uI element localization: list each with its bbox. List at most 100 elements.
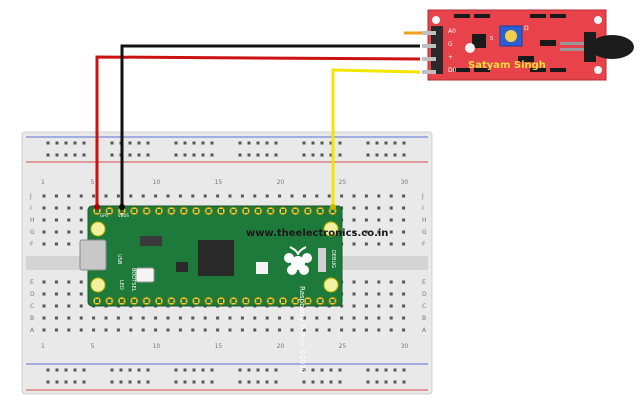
sensor-ohm-label: Ω bbox=[524, 25, 529, 32]
pico-pin-hole bbox=[157, 209, 161, 213]
breadboard-hole bbox=[364, 328, 368, 332]
breadboard-hole bbox=[128, 153, 132, 157]
breadboard-hole bbox=[389, 280, 393, 284]
breadboard-hole bbox=[67, 316, 71, 320]
column-number: 20 bbox=[277, 343, 285, 350]
breadboard-hole bbox=[402, 380, 406, 384]
breadboard-hole bbox=[178, 328, 182, 332]
breadboard-hole bbox=[79, 230, 83, 234]
bootsel-button bbox=[135, 267, 155, 283]
pico-pin-hole bbox=[243, 209, 248, 213]
breadboard-hole bbox=[340, 328, 344, 332]
breadboard-hole bbox=[137, 380, 141, 384]
column-number: 15 bbox=[215, 343, 223, 350]
breadboard-hole bbox=[338, 368, 342, 372]
debug-label: DEBUG bbox=[330, 250, 336, 268]
breadboard-hole bbox=[92, 328, 96, 332]
breadboard-hole bbox=[201, 153, 205, 157]
red-wire bbox=[95, 55, 421, 207]
yellow-wire bbox=[331, 68, 421, 207]
pico-pin-hole bbox=[318, 209, 323, 213]
breadboard-hole bbox=[192, 141, 196, 145]
breadboard-hole bbox=[82, 380, 86, 384]
breadboard-hole bbox=[228, 316, 232, 320]
pico-brand-label: Raspberry Pi Pico ©2020 bbox=[298, 286, 306, 373]
column-number: 30 bbox=[401, 343, 409, 350]
breadboard-hole bbox=[352, 194, 356, 198]
breadboard-hole bbox=[54, 218, 58, 222]
breadboard-hole bbox=[265, 153, 269, 157]
breadboard-hole bbox=[119, 380, 123, 384]
breadboard-hole bbox=[265, 316, 269, 320]
breadboard-hole bbox=[389, 304, 393, 308]
breadboard-hole bbox=[290, 194, 294, 198]
breadboard-hole bbox=[42, 328, 46, 332]
breadboard-hole bbox=[82, 153, 86, 157]
pin-label-plus: + bbox=[448, 54, 453, 61]
breadboard-hole bbox=[154, 194, 158, 198]
breadboard-hole bbox=[67, 242, 71, 246]
row-letter: G bbox=[30, 229, 35, 236]
pico-pin-hole bbox=[256, 209, 261, 213]
breadboard-hole bbox=[240, 316, 244, 320]
breadboard-hole bbox=[352, 206, 356, 210]
breadboard-hole bbox=[42, 242, 46, 246]
breadboard-hole bbox=[210, 380, 214, 384]
row-letter: H bbox=[422, 217, 427, 224]
pico-pin-hole bbox=[243, 299, 248, 303]
breadboard-hole bbox=[352, 218, 356, 222]
breadboard-hole bbox=[240, 328, 244, 332]
pico-pin-hole bbox=[231, 299, 236, 303]
breadboard-hole bbox=[393, 368, 397, 372]
breadboard-hole bbox=[42, 280, 46, 284]
breadboard-hole bbox=[352, 316, 356, 320]
breadboard-hole bbox=[128, 141, 132, 145]
column-number: 5 bbox=[91, 179, 95, 186]
breadboard-hole bbox=[228, 194, 232, 198]
breadboard-hole bbox=[377, 292, 381, 296]
wires bbox=[94, 31, 422, 210]
breadboard-hole bbox=[375, 141, 379, 145]
breadboard-hole bbox=[238, 380, 242, 384]
pico-pin-hole bbox=[119, 209, 124, 213]
pico-pin-hole bbox=[169, 299, 174, 303]
breadboard-hole bbox=[67, 304, 71, 308]
breadboard-hole bbox=[364, 206, 368, 210]
breadboard-hole bbox=[253, 328, 257, 332]
breadboard-hole bbox=[393, 153, 397, 157]
breadboard-hole bbox=[311, 368, 315, 372]
row-letter: B bbox=[422, 315, 426, 322]
breadboard-hole bbox=[64, 380, 68, 384]
breadboard-hole bbox=[228, 328, 232, 332]
row-letter: E bbox=[30, 279, 34, 286]
column-number: 25 bbox=[339, 343, 347, 350]
breadboard-hole bbox=[67, 194, 71, 198]
column-number: 5 bbox=[91, 343, 95, 350]
breadboard-hole bbox=[290, 328, 294, 332]
breadboard-hole bbox=[366, 153, 370, 157]
breadboard-hole bbox=[256, 380, 260, 384]
breadboard-hole bbox=[340, 194, 344, 198]
pico-board: Raspberry Pi Pico ©2020 USB BOOTSEL LED … bbox=[79, 205, 343, 373]
breadboard-hole bbox=[315, 316, 319, 320]
breadboard-hole bbox=[216, 194, 220, 198]
row-letter: E bbox=[422, 279, 426, 286]
pico-pin-hole bbox=[293, 209, 298, 213]
black-wire bbox=[120, 44, 420, 207]
mount-hole bbox=[323, 221, 339, 237]
breadboard-hole bbox=[67, 230, 71, 234]
sensor-name-label: Satyam Singh bbox=[468, 60, 546, 71]
row-letter: C bbox=[30, 303, 34, 310]
column-number: 10 bbox=[153, 343, 161, 350]
sensor-pin-header bbox=[431, 26, 443, 74]
pico-pin-hole bbox=[305, 209, 310, 213]
breadboard-hole bbox=[384, 368, 388, 372]
breadboard-hole bbox=[129, 328, 133, 332]
breadboard-hole bbox=[42, 230, 46, 234]
pico-pin-hole bbox=[219, 299, 223, 303]
breadboard-hole bbox=[247, 368, 251, 372]
breadboard-hole bbox=[92, 194, 96, 198]
breadboard-hole bbox=[73, 368, 77, 372]
pico-pin-hole bbox=[107, 209, 112, 213]
